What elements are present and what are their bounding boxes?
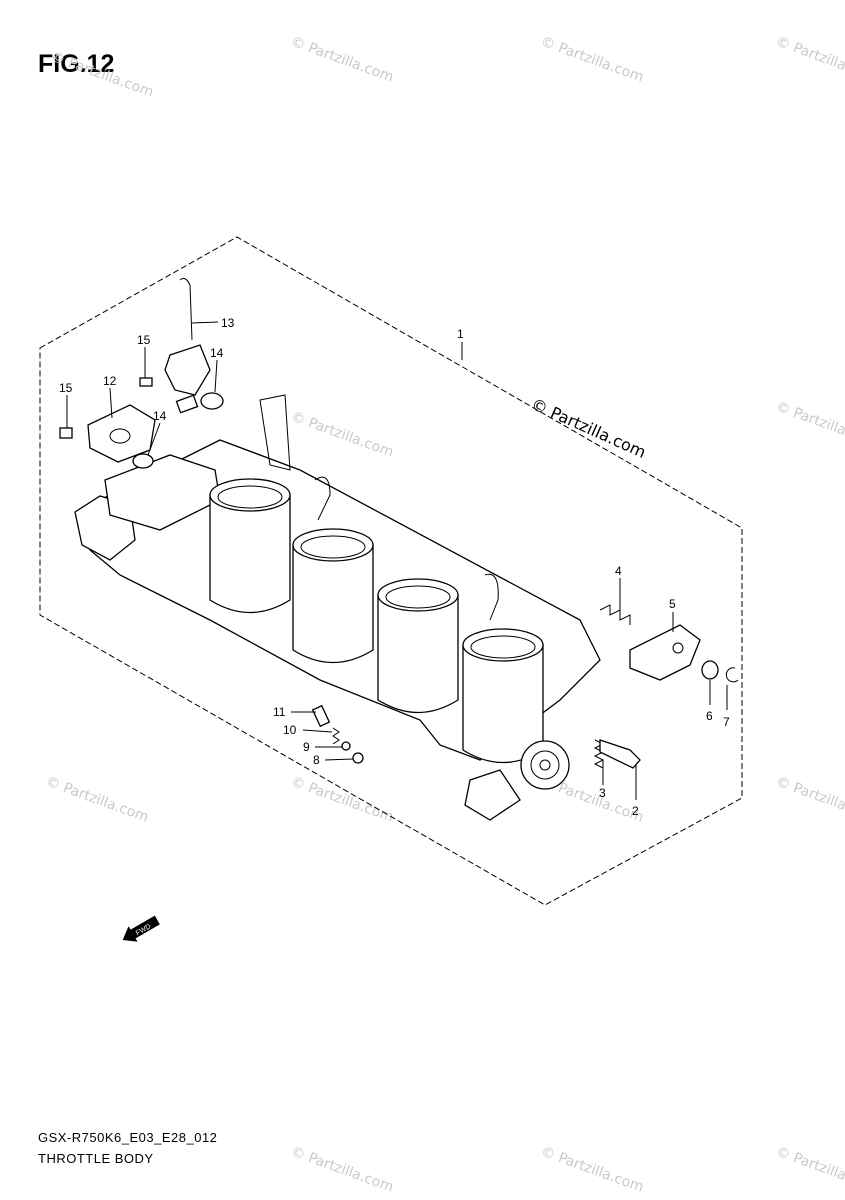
- callout-13: 13: [221, 316, 235, 330]
- callout-15-upper: 15: [137, 333, 151, 347]
- watermark: © Partzilla.com: [289, 774, 396, 826]
- throttle-bore-1: [209, 478, 291, 614]
- screw-11: [311, 704, 331, 728]
- callout-9: 9: [303, 740, 310, 754]
- lever-5: [629, 624, 701, 681]
- callout-12: 12: [103, 374, 117, 388]
- figure-code: GSX-R750K6_E03_E28_012: [38, 1130, 218, 1145]
- watermark: © Partzilla.com: [49, 49, 156, 101]
- callout-7: 7: [723, 715, 730, 729]
- callout-8: 8: [313, 753, 320, 767]
- callout-4: 4: [615, 564, 622, 578]
- callout-10: 10: [283, 723, 297, 737]
- callout-3: 3: [599, 786, 606, 800]
- callout-14-upper: 14: [210, 346, 224, 360]
- callout-15-lower: 15: [59, 381, 73, 395]
- assembly-outline: [39, 236, 743, 906]
- watermark: © Partzilla.com: [539, 34, 646, 86]
- throttle-bore-2: [292, 528, 374, 664]
- watermark: © Partzilla.com: [289, 34, 396, 86]
- screw-15-lower: [59, 427, 73, 439]
- callout-5: 5: [669, 597, 676, 611]
- watermark: © Partzilla.com: [44, 774, 151, 826]
- figure-caption: THROTTLE BODY: [38, 1151, 154, 1166]
- front-arrow-label: FWD: [135, 923, 152, 937]
- brand-watermark: © Partzilla.com: [528, 394, 649, 462]
- o-ring-14-upper: [200, 392, 224, 410]
- watermark: © Partzilla.com: [539, 1144, 646, 1196]
- throttle-pulley: [520, 740, 570, 790]
- o-ring-14-lower: [132, 453, 154, 469]
- callout-2: 2: [632, 804, 639, 818]
- washer-6: [701, 660, 719, 680]
- callout-1: 1: [457, 327, 464, 341]
- screw-15-upper: [139, 377, 153, 387]
- sensor-13: [164, 277, 211, 414]
- clip-7: [725, 667, 739, 683]
- figure-title: FIG.12: [38, 50, 115, 78]
- watermark: © Partzilla.com: [774, 774, 845, 826]
- screw-2: [599, 739, 641, 769]
- front-arrow-icon: FWD: [122, 915, 160, 942]
- leader-lines: [66, 321, 728, 800]
- watermark: © Partzilla.com: [289, 1144, 396, 1196]
- callout-6: 6: [706, 709, 713, 723]
- watermark: © Partzilla.com: [774, 399, 845, 451]
- watermark: © Partzilla.com: [774, 34, 845, 86]
- throttle-bore-4: [462, 628, 544, 764]
- callout-11: 11: [273, 705, 286, 719]
- callout-labels: 1 2 3 4 5 6 7 8 9 10 11 12 13 14 14 15 1…: [59, 316, 730, 818]
- washer-9: [341, 741, 351, 751]
- watermark: © Partzilla.com: [289, 409, 396, 461]
- spring-10: [332, 727, 340, 745]
- spring-4: [599, 604, 631, 625]
- throttle-bore-3: [377, 578, 459, 714]
- sensor-12: [87, 404, 156, 463]
- watermark: © Partzilla.com: [774, 1144, 845, 1196]
- o-ring-8: [352, 752, 364, 764]
- throttle-body-assembly: [74, 394, 601, 821]
- callout-14-lower: 14: [153, 409, 167, 423]
